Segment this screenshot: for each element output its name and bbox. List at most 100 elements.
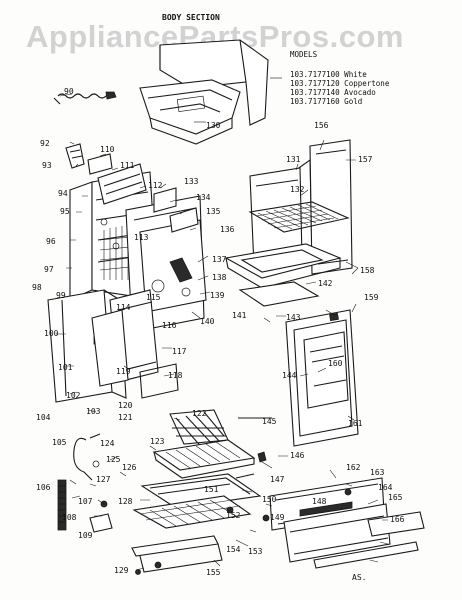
part-label: 147	[270, 475, 285, 484]
part-label: 115	[146, 293, 161, 302]
part-label: 125	[106, 455, 121, 464]
screw-129	[135, 569, 141, 575]
part-label: 105	[52, 438, 67, 447]
part-label: 141	[232, 311, 247, 320]
part-label: 121	[118, 413, 133, 422]
leader-lines	[56, 77, 389, 571]
footer-code: AS.	[352, 573, 366, 582]
part-label: 128	[118, 497, 133, 506]
part-label: 135	[206, 207, 221, 216]
part-label: 131	[286, 155, 301, 164]
part-label: 99	[56, 291, 66, 300]
part-label: 92	[40, 139, 50, 148]
part-label: 142	[318, 279, 333, 288]
part-label: 129	[114, 566, 129, 575]
part-label: 98	[32, 283, 42, 292]
part-label: 145	[262, 417, 277, 426]
section-title: BODY SECTION	[162, 13, 220, 22]
part-label: 140	[200, 317, 215, 326]
part-label: 110	[100, 145, 115, 154]
part-label: 104	[36, 413, 51, 422]
part-label: 137	[212, 255, 227, 264]
part-label: 97	[44, 265, 54, 274]
part-label: 132	[290, 185, 305, 194]
part-label: 150	[262, 495, 277, 504]
part-label: 103	[86, 407, 101, 416]
part-label: 160	[328, 359, 343, 368]
part-label: 155	[206, 568, 221, 577]
part-label: 148	[312, 497, 327, 506]
oven-door-frame-assembly	[285, 309, 359, 447]
part-label: 102	[66, 391, 81, 400]
part-label: 119	[116, 367, 131, 376]
part-label: 122	[192, 409, 207, 418]
oven-cavity-assembly	[249, 139, 353, 275]
part-label: 113	[134, 233, 149, 242]
part-number-labels: 90 92 93 94 95 96 97 98 99 100 101 102 1…	[32, 87, 405, 582]
part-label: 107	[78, 497, 93, 506]
part-label: 138	[212, 273, 227, 282]
part-label: 143	[286, 313, 301, 322]
part-label: 114	[116, 303, 131, 312]
part-label: 166	[390, 515, 405, 524]
part-label: 94	[58, 189, 68, 198]
part-label: 111	[120, 161, 135, 170]
part-label: 159	[364, 293, 379, 302]
control-panel-assembly	[87, 153, 147, 250]
part-label: 163	[370, 468, 385, 477]
model-line-2: 103.7177120 Coppertone	[290, 79, 390, 88]
model-line-3: 103.7177140 Avocado	[290, 88, 376, 97]
latch-part-109	[89, 513, 113, 533]
part-label: 161	[348, 419, 363, 428]
part-label: 134	[196, 193, 211, 202]
part-label: 152	[226, 511, 241, 520]
part-label: 133	[184, 177, 199, 186]
part-label: 109	[78, 531, 93, 540]
part-label: 156	[314, 121, 329, 130]
part-label: 151	[204, 485, 219, 494]
part-label: 112	[148, 181, 163, 190]
part-label: 136	[220, 225, 235, 234]
part-label: 118	[168, 371, 183, 380]
part-label: 153	[248, 547, 263, 556]
part-label: 96	[46, 237, 56, 246]
part-label: 120	[118, 401, 133, 410]
part-label: 157	[358, 155, 373, 164]
part-label: 90	[64, 87, 74, 96]
part-label: 106	[36, 483, 51, 492]
model-line-1: 103.7177100 White	[290, 70, 367, 79]
part-label: 165	[388, 493, 403, 502]
part-label: 162	[346, 463, 361, 472]
part-label: 127	[96, 475, 111, 484]
part-label: 126	[122, 463, 137, 472]
part-label: 100	[44, 329, 59, 338]
oven-bottom-plate-part	[238, 281, 320, 307]
storage-drawer-assembly	[131, 473, 262, 573]
oven-rack-part	[248, 201, 350, 233]
part-label: 144	[282, 371, 297, 380]
left-side-panel-assembly	[47, 171, 159, 403]
part-label: 149	[270, 513, 285, 522]
part-label: 123	[150, 437, 165, 446]
part-label: 124	[100, 439, 115, 448]
model-line-4: 103.7177160 Gold	[290, 97, 362, 106]
top-cooktop-assembly	[139, 39, 269, 145]
part-label: 117	[172, 347, 187, 356]
power-cord-part	[53, 91, 117, 105]
part-label: 95	[60, 207, 70, 216]
part-label: 108	[62, 513, 77, 522]
burner-assembly	[152, 409, 256, 479]
models-heading: MODELS	[290, 50, 318, 59]
part-label: 101	[58, 363, 73, 372]
clip-part-147	[257, 451, 267, 463]
center-panel-assembly	[91, 187, 207, 399]
part-label: 154	[226, 545, 241, 554]
part-label: 116	[162, 321, 177, 330]
part-label: 93	[42, 161, 52, 170]
part-label: 158	[360, 266, 375, 275]
part-label: 164	[378, 483, 393, 492]
kick-panel-assembly	[262, 477, 425, 569]
part-label: 139	[210, 291, 225, 300]
